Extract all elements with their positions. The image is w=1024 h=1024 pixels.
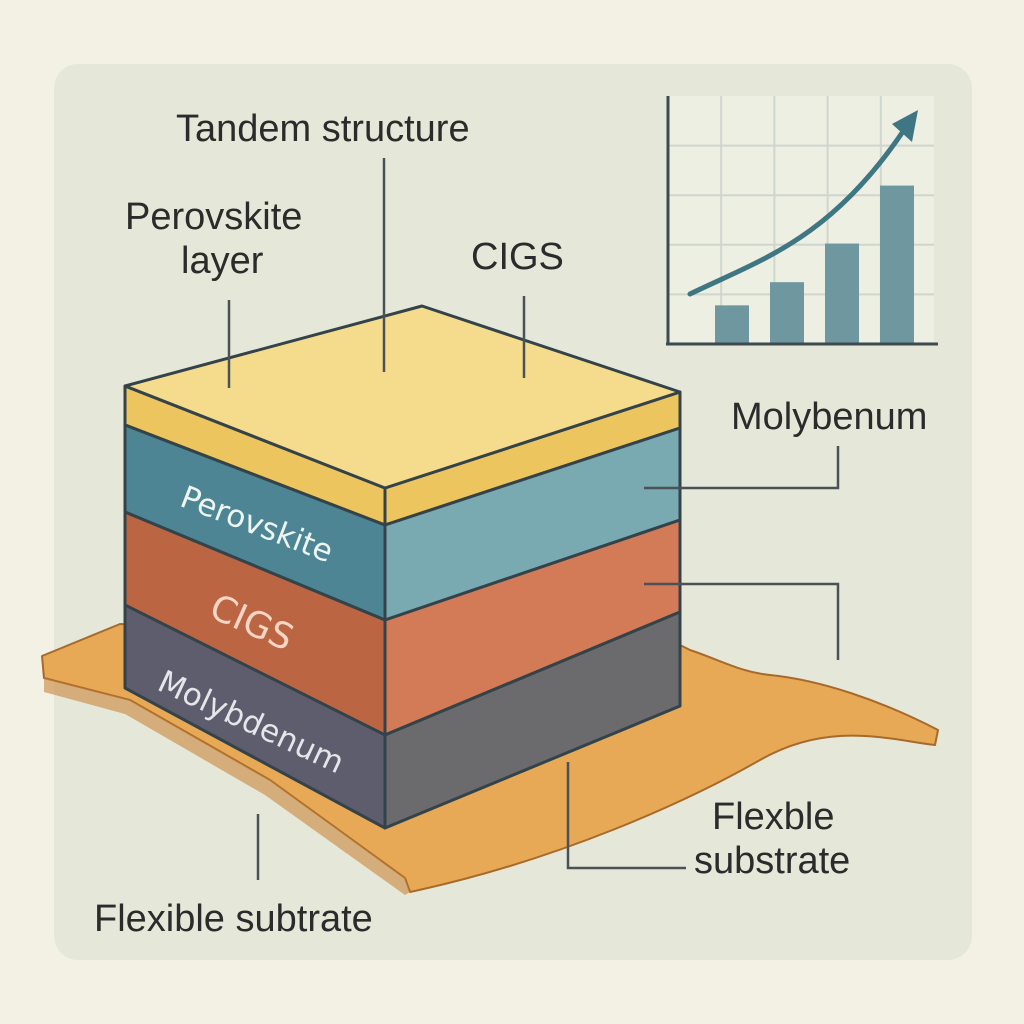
chart-trend-arrow	[687, 127, 907, 297]
label-flexble-line2: substrate	[694, 839, 851, 882]
label-perovskite-layer: Perovskite layer	[125, 196, 302, 283]
label-molybenum: Molybenum	[731, 396, 928, 438]
chart-bars	[715, 185, 914, 344]
chart-bar	[715, 305, 749, 344]
label-perovskite-layer-line2: layer	[181, 239, 264, 282]
chart-bar	[880, 185, 914, 344]
label-tandem-structure: Tandem structure	[176, 108, 470, 150]
leader-cigs-side	[644, 582, 840, 660]
chart-bar	[770, 282, 804, 344]
label-flexble-substrate: Flexble substrate	[694, 796, 850, 883]
top-layer-face	[123, 304, 682, 490]
molybdenum-side	[383, 610, 682, 830]
chart-bar	[825, 243, 859, 344]
leader-molybenum	[644, 446, 840, 490]
label-flexble-line1: Flexble	[712, 796, 835, 838]
leader-lines	[227, 158, 840, 880]
label-cigs-top: CIGS	[471, 236, 564, 278]
growth-chart	[666, 96, 938, 346]
label-flexible-subtrate: Flexible subtrate	[94, 898, 373, 940]
label-perovskite-layer-line1: Perovskite	[125, 196, 303, 238]
substrate-edge	[44, 678, 410, 895]
chart-arrowhead	[892, 110, 918, 142]
leader-flexble-substrate	[566, 762, 686, 870]
